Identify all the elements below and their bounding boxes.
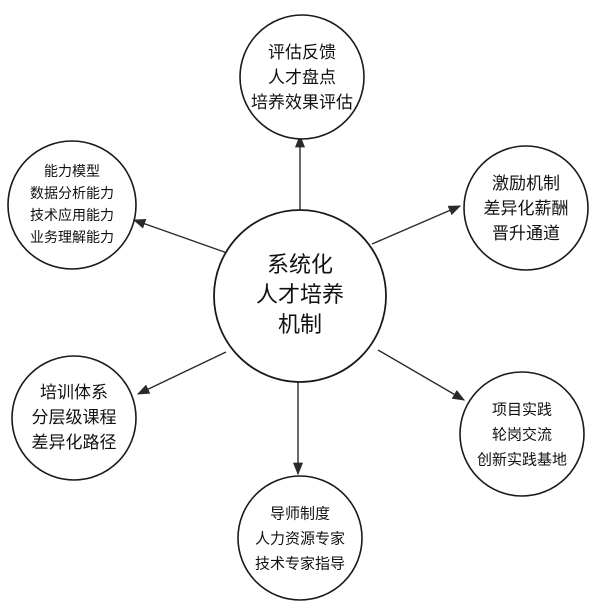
- arrow-to-training: [136, 351, 227, 395]
- node-competency: 能力模型 数据分析能力 技术应用能力 业务理解能力: [7, 140, 137, 270]
- node-competency-line-3: 技术应用能力: [30, 207, 114, 224]
- node-practice-line-1: 项目实践: [492, 401, 552, 419]
- node-training-line-2: 分层级课程: [32, 408, 117, 428]
- node-mentor-line-2: 人力资源专家: [255, 530, 345, 548]
- arrow-to-competency: [132, 219, 231, 255]
- arrow-to-incentive: [371, 205, 462, 245]
- node-incentive-line-3: 晋升通道: [492, 224, 560, 244]
- center-line-1: 系统化: [267, 253, 333, 278]
- node-evaluation: 评估反馈 人才盘点 培养效果评估: [239, 14, 365, 140]
- center-circle: [213, 209, 387, 383]
- node-incentive-circle: [463, 145, 589, 271]
- node-competency-line-2: 数据分析能力: [30, 186, 114, 202]
- node-evaluation-line-3: 培养效果评估: [251, 93, 353, 113]
- node-practice-line-2: 轮岗交流: [492, 426, 552, 444]
- arrow-to-practice: [377, 349, 466, 401]
- center-line-2: 人才培养: [256, 283, 344, 308]
- node-evaluation-line-2: 人才盘点: [268, 68, 336, 88]
- node-mentor-line-1: 导师制度: [270, 505, 330, 523]
- node-mentor-circle: [237, 475, 363, 601]
- node-incentive: 激励机制 差异化薪酬 晋升通道: [463, 145, 589, 271]
- node-mentor: 导师制度 人力资源专家 技术专家指导: [237, 475, 363, 601]
- node-practice-line-3: 创新实践基地: [477, 451, 567, 469]
- connectors: [132, 134, 466, 476]
- node-training-line-1: 培训体系: [40, 383, 108, 403]
- node-evaluation-circle: [239, 14, 365, 140]
- node-incentive-line-1: 激励机制: [492, 174, 560, 194]
- node-practice-circle: [459, 371, 585, 497]
- center-node: 系统化 人才培养 机制: [213, 209, 387, 383]
- node-competency-line-1: 能力模型: [44, 164, 100, 180]
- node-competency-circle: [7, 140, 137, 270]
- node-training-circle: [11, 355, 137, 481]
- center-line-3: 机制: [278, 313, 322, 338]
- node-evaluation-line-1: 评估反馈: [268, 43, 336, 63]
- node-mentor-line-3: 技术专家指导: [255, 555, 345, 573]
- node-training-line-3: 差异化路径: [32, 433, 117, 453]
- node-competency-line-4: 业务理解能力: [30, 230, 114, 246]
- node-incentive-line-2: 差异化薪酬: [484, 199, 569, 219]
- node-training: 培训体系 分层级课程 差异化路径: [11, 355, 137, 481]
- node-practice: 项目实践 轮岗交流 创新实践基地: [459, 371, 585, 497]
